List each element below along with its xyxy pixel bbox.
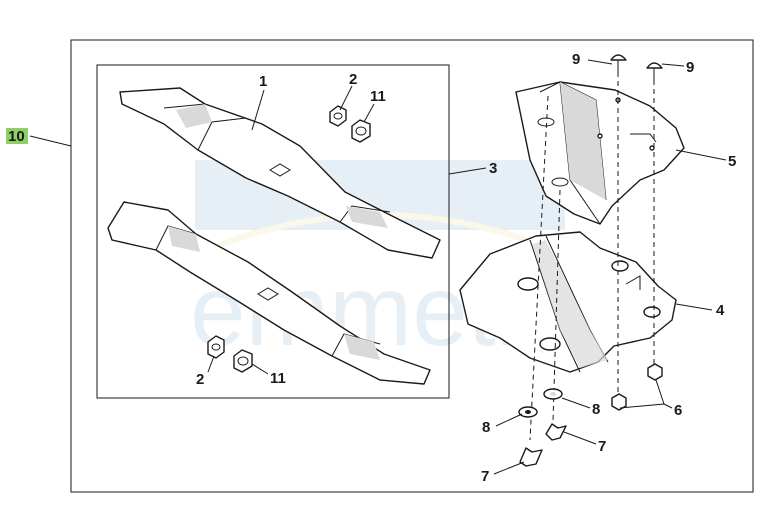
callout-5: 5 [728,153,736,170]
callout-highlight-10 [6,128,28,144]
washer-lower [518,406,538,418]
callout-6: 6 [674,402,682,419]
outer-frame [70,39,754,493]
callout-11-upper: 11 [370,88,386,105]
assembly-line-center [552,189,561,423]
blade-upper [119,87,441,259]
wing-nut-upper [545,423,567,441]
blade-lower [107,201,431,385]
callout-9-right: 9 [686,59,694,76]
adapter-plate-upper [515,81,685,225]
assembly-line-left [529,95,549,441]
leader-lines [29,59,727,475]
callout-2-lower: 2 [196,371,204,388]
washer-upper [543,388,563,400]
callout-8-left: 8 [482,419,490,436]
callout-1: 1 [259,73,267,90]
callout-7-left: 7 [481,468,489,485]
hex-nut-upper [329,105,347,127]
lock-nut-right [647,363,663,381]
blade-kit-frame [96,64,450,399]
callout-10: 10 [8,128,25,145]
callout-9-left: 9 [572,51,580,68]
lock-nut-left [611,393,627,411]
callout-4: 4 [716,302,725,319]
callout-11-lower: 11 [270,370,286,387]
carriage-bolt-left [610,54,627,72]
callout-7-right: 7 [598,438,606,455]
callout-2-upper: 2 [349,71,357,88]
callout-8-right: 8 [592,401,600,418]
wing-nut-lower [519,447,543,467]
hex-nut-lower [207,335,225,359]
adapter-plate-lower [459,231,677,373]
callout-3: 3 [489,160,497,177]
carriage-bolt-right [646,62,663,80]
flange-nut-upper [351,119,371,143]
flange-nut-lower [233,349,253,373]
